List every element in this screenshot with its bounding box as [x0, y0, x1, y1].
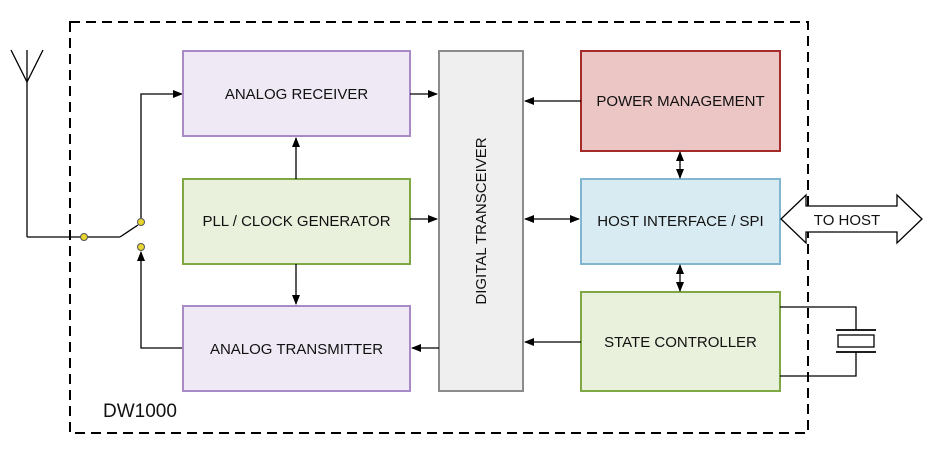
digital-transceiver-label: DIGITAL TRANSCEIVER — [473, 137, 490, 304]
analog-transmitter-label: ANALOG TRANSMITTER — [210, 341, 383, 358]
to-host-arrow: TO HOST — [780, 193, 923, 245]
to-host-label: TO HOST — [814, 212, 880, 229]
pll-clock-generator-label: PLL / CLOCK GENERATOR — [202, 213, 390, 230]
switch-contact-rx — [137, 218, 145, 226]
pll-clock-generator-block: PLL / CLOCK GENERATOR — [182, 178, 411, 265]
power-management-block: POWER MANAGEMENT — [580, 50, 781, 152]
crystal-icon — [780, 306, 876, 377]
analog-receiver-block: ANALOG RECEIVER — [182, 50, 411, 137]
host-interface-block: HOST INTERFACE / SPI — [580, 178, 781, 265]
analog-receiver-label: ANALOG RECEIVER — [225, 86, 369, 103]
switch-node-dot — [80, 233, 88, 241]
chip-label: DW1000 — [103, 401, 177, 422]
state-controller-block: STATE CONTROLLER — [580, 291, 781, 392]
analog-transmitter-block: ANALOG TRANSMITTER — [182, 305, 411, 392]
arrow-transmitter-to-switch — [137, 251, 182, 349]
chip-boundary — [69, 21, 809, 434]
antenna-icon — [10, 49, 44, 237]
switch-contact-tx — [137, 243, 145, 251]
host-interface-label: HOST INTERFACE / SPI — [597, 213, 763, 230]
switch-lever — [119, 224, 139, 238]
power-management-label: POWER MANAGEMENT — [596, 93, 764, 110]
digital-transceiver-block: DIGITAL TRANSCEIVER — [438, 50, 524, 392]
state-controller-label: STATE CONTROLLER — [604, 334, 757, 351]
arrow-switch-to-receiver — [140, 90, 183, 218]
